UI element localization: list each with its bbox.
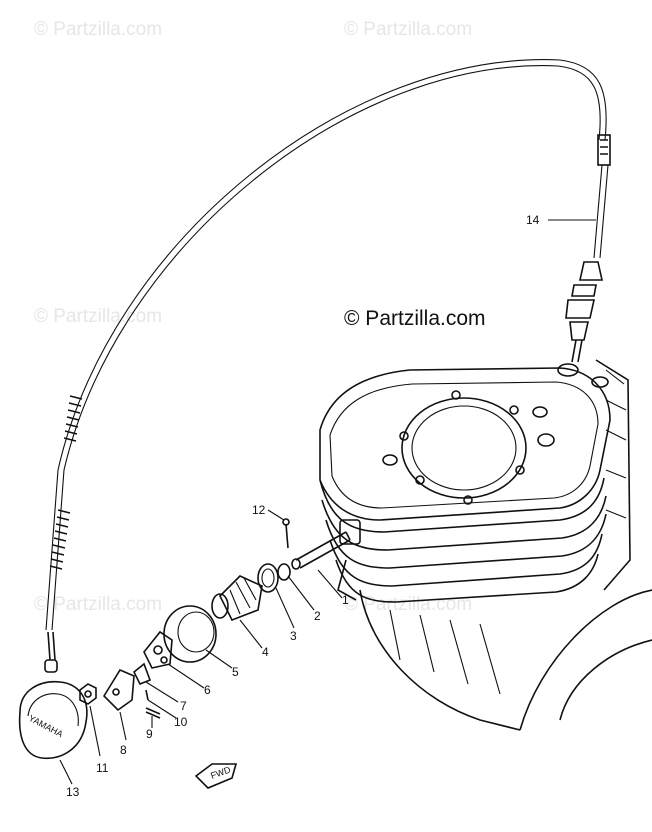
- callout-11: 11: [96, 761, 109, 775]
- fwd-arrow: FWD: [194, 763, 238, 789]
- callout-3: 3: [290, 629, 297, 643]
- callout-13: 13: [66, 785, 80, 799]
- callout-5: 5: [232, 665, 239, 679]
- watermarks: © Partzilla.com © Partzilla.com © Partzi…: [34, 19, 472, 615]
- part-8-bracket: [102, 668, 135, 712]
- watermark: © Partzilla.com: [34, 19, 162, 40]
- callout-numbers: 14 12 1 2 3 4 5 6 7 10 9 8 11 13: [66, 213, 540, 799]
- callout-2: 2: [314, 609, 321, 623]
- part-3-oring: [257, 563, 279, 593]
- cable-assembly: [44, 59, 611, 673]
- leader-lines: [59, 219, 596, 785]
- watermark: © Partzilla.com: [344, 19, 472, 40]
- cover-logo: YAMAHA: [27, 713, 65, 739]
- callout-8: 8: [120, 743, 127, 757]
- part-10-screw: [145, 689, 149, 701]
- part-6-lever: [143, 630, 173, 669]
- callout-7: 7: [180, 699, 187, 713]
- callout-14: 14: [526, 213, 540, 227]
- part-5-gasket: [163, 605, 217, 663]
- fwd-label: FWD: [209, 764, 232, 781]
- callout-6: 6: [204, 683, 211, 697]
- part-7-plate: [132, 662, 152, 686]
- callout-12: 12: [252, 503, 266, 517]
- part-11-nut: [79, 683, 97, 705]
- watermark: © Partzilla.com: [34, 594, 162, 615]
- callout-10: 10: [174, 715, 188, 729]
- brand-label: © Partzilla.com: [344, 307, 486, 330]
- cable-spring-lower: [49, 509, 71, 570]
- part-1-shaft: [291, 531, 351, 570]
- cable-spring-upper: [63, 395, 83, 442]
- watermark: © Partzilla.com: [34, 306, 162, 327]
- part-13-cover: YAMAHA: [18, 680, 88, 760]
- part-12-pin: [282, 518, 290, 549]
- part-2-washer: [277, 563, 291, 581]
- callout-1: 1: [342, 593, 349, 607]
- callout-4: 4: [262, 645, 269, 659]
- part-4-body: [211, 575, 263, 622]
- part-9-screw: [145, 707, 161, 719]
- engine-cylinder: [319, 359, 652, 731]
- callout-9: 9: [146, 727, 153, 741]
